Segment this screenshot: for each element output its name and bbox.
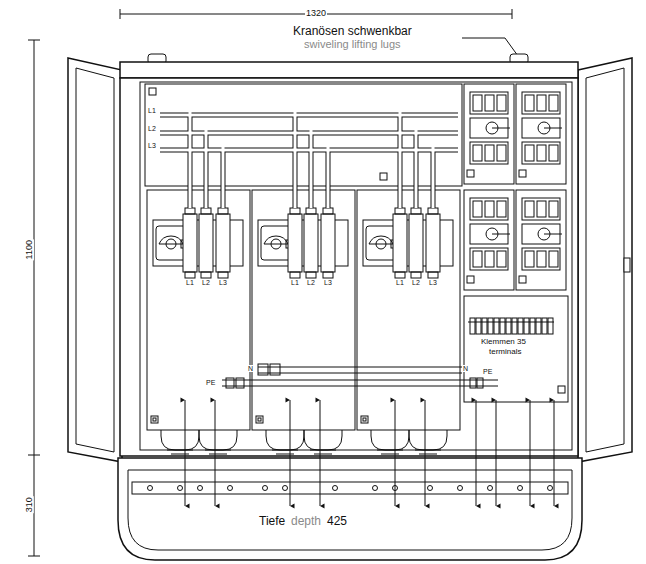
- rail-label: N: [462, 365, 469, 372]
- callout-text: swiveling lifting lugs: [303, 39, 402, 51]
- dimension: 1320: [305, 9, 327, 18]
- pole-label: L2: [306, 279, 316, 286]
- rail-label: N: [247, 365, 254, 372]
- dimension: 310: [25, 496, 34, 513]
- pole-label: L3: [323, 279, 333, 286]
- depth-label: depth: [290, 515, 322, 528]
- dimension: 1100: [25, 239, 34, 260]
- rail-label: PE: [482, 368, 493, 375]
- pole-label: L1: [290, 279, 300, 286]
- depth-label: 425: [326, 515, 348, 528]
- depth-label: Tiefe: [258, 515, 286, 528]
- pole-label: L2: [201, 279, 211, 286]
- terminal-label: Klemmen 35: [480, 338, 527, 346]
- pole-label: L3: [428, 279, 438, 286]
- pole-label: L3: [218, 279, 228, 286]
- rail-label: PE: [205, 379, 216, 386]
- pole-label: L1: [395, 279, 405, 286]
- pole-label: L1: [185, 279, 195, 286]
- busbar-label: L1: [147, 107, 157, 114]
- pole-label: L2: [411, 279, 421, 286]
- busbar-label: L3: [147, 142, 157, 149]
- terminal-label: terminals: [488, 348, 522, 356]
- callout-text: Kranösen schwenkbar: [292, 25, 413, 38]
- busbar-label: L2: [147, 125, 157, 132]
